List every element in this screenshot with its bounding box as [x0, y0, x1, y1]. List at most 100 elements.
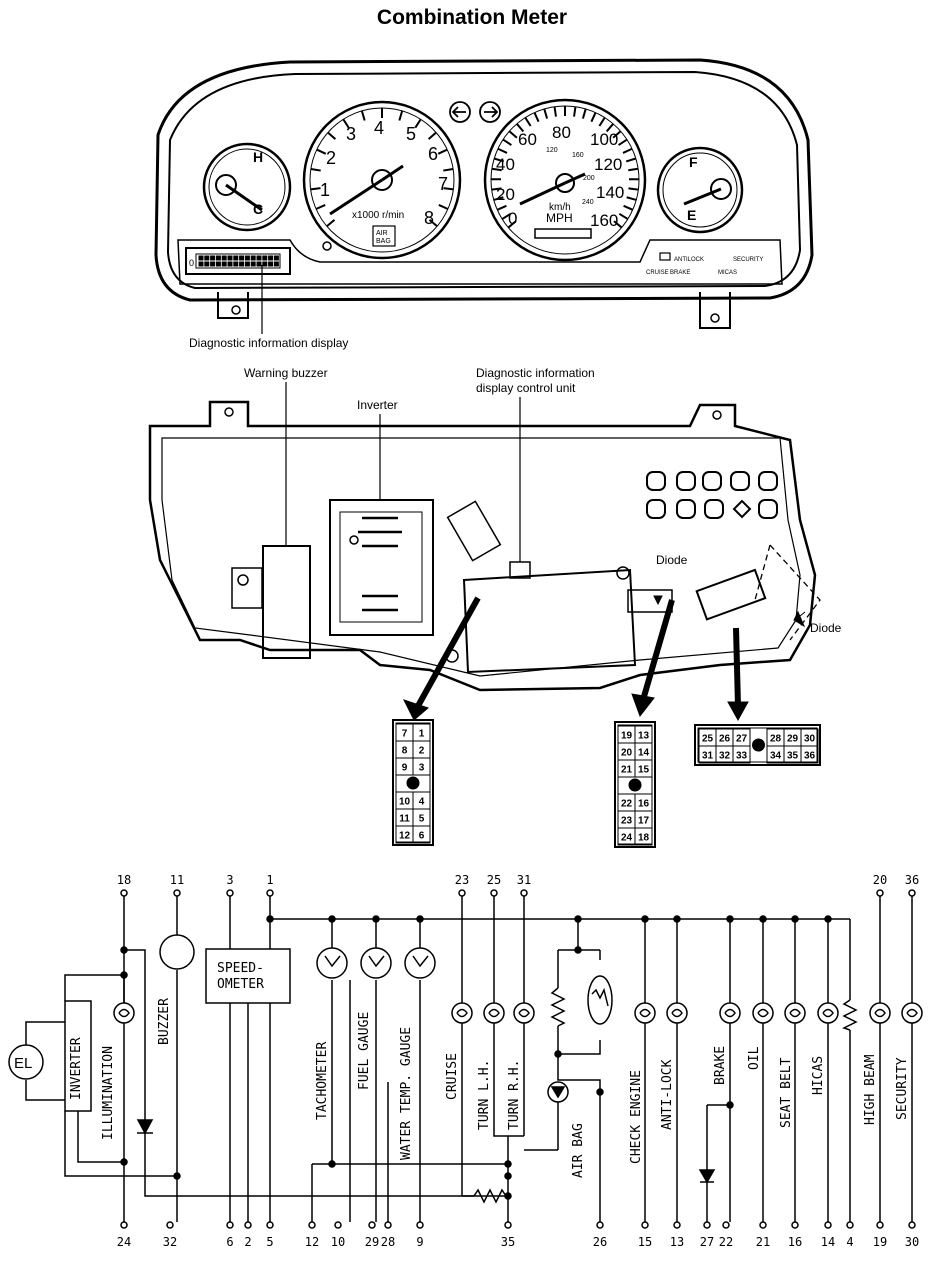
tach-unit-label: x1000 r/min — [352, 210, 404, 221]
airbag-indicator-line1: AIR — [376, 230, 388, 237]
bottom-pin-30: 30 — [905, 1235, 919, 1249]
bottom-pin-27: 27 — [700, 1235, 714, 1249]
tach-number-8: 8 — [424, 208, 434, 228]
tach-number-7: 7 — [438, 174, 448, 194]
connector-pin-3: 3 — [419, 763, 425, 774]
connector-pin-5: 5 — [419, 814, 425, 825]
tachometer-label: TACHOMETER — [315, 1042, 330, 1120]
terminal-5 — [266, 1221, 274, 1229]
connector-pin-27: 27 — [736, 734, 748, 745]
connector-pin-6: 6 — [419, 831, 425, 842]
speed-unit-mph: MPH — [546, 211, 573, 225]
bottom-pin-6: 6 — [226, 1235, 233, 1249]
top-pin-31: 31 — [517, 873, 531, 887]
top-pin-18: 18 — [117, 873, 131, 887]
fuel-gauge-label: FUEL GAUGE — [357, 1012, 372, 1090]
bottom-pin-28: 28 — [381, 1235, 395, 1249]
cluster-illustration: H C 1 2 3 4 5 6 7 8 x1000 r/min AIR BAG — [154, 58, 814, 329]
bottom-pin-15: 15 — [638, 1235, 652, 1249]
callout-control-unit-line2: display control unit — [476, 381, 576, 395]
temp-cold-label: C — [253, 201, 263, 217]
turn-lh-label: TURN L.H. — [477, 1060, 492, 1130]
connector-pin-15: 15 — [638, 765, 650, 776]
terminal-11 — [173, 889, 181, 897]
connector-pin-24: 24 — [621, 833, 633, 844]
seat-belt-label: SEAT BELT — [779, 1057, 794, 1128]
terminal-25 — [490, 889, 498, 897]
connector-pin-4: 4 — [419, 797, 425, 808]
svg-text:0: 0 — [189, 258, 194, 268]
illumination-label: ILLUMINATION — [101, 1046, 116, 1140]
terminal-35 — [504, 1221, 512, 1229]
terminal-3 — [226, 889, 234, 897]
terminal-31 — [520, 889, 528, 897]
callout-diode-2: Diode — [810, 621, 842, 635]
speed-mph-140: 140 — [596, 183, 624, 202]
speed-mph-40: 40 — [496, 155, 515, 174]
bottom-pin-32: 32 — [163, 1235, 177, 1249]
connector-key — [628, 778, 642, 792]
security-label: SECURITY — [895, 1057, 910, 1120]
terminal-32 — [166, 1221, 174, 1229]
bottom-pin-26: 26 — [593, 1235, 607, 1249]
connector-pin-33: 33 — [736, 751, 748, 762]
speed-mph-20: 20 — [496, 185, 515, 204]
connector-pin-12: 12 — [399, 831, 411, 842]
connector-pin-2: 2 — [419, 746, 425, 757]
terminal-23 — [458, 889, 466, 897]
tach-number-1: 1 — [320, 180, 330, 200]
connector-pin-26: 26 — [719, 734, 731, 745]
speed-unit-kmh: km/h — [549, 202, 571, 213]
top-pin-3: 3 — [226, 873, 233, 887]
inverter-label: INVERTER — [69, 1037, 84, 1100]
terminal-30 — [908, 1221, 916, 1229]
indicator-security: SECURITY — [733, 257, 763, 263]
terminal-1 — [266, 889, 274, 897]
el-label: EL — [14, 1055, 32, 1072]
callout-diag-display: Diagnostic information display — [189, 336, 348, 350]
connector-pin-21: 21 — [621, 765, 633, 776]
speed-mph-160: 160 — [590, 211, 618, 230]
terminal-19 — [876, 1221, 884, 1229]
top-pin-36: 36 — [905, 873, 919, 887]
connector-pin-10: 10 — [399, 797, 411, 808]
connector-pin-13: 13 — [638, 731, 650, 742]
bottom-pin-13: 13 — [670, 1235, 684, 1249]
terminal-28 — [384, 1221, 392, 1229]
anti-lock-label: ANTI-LOCK — [660, 1059, 675, 1130]
connector-pin-32: 32 — [719, 751, 731, 762]
wiring-schematic — [8, 889, 923, 1229]
terminal-18 — [120, 889, 128, 897]
indicator-antilock: ANTILOCK — [674, 257, 704, 263]
bottom-pin-21: 21 — [756, 1235, 770, 1249]
terminal-14 — [824, 1221, 832, 1229]
speed-mph-100: 100 — [590, 130, 618, 149]
terminal-2 — [244, 1221, 252, 1229]
fuel-empty-label: E — [687, 207, 696, 223]
terminal-26 — [596, 1221, 604, 1229]
connector-pin-30: 30 — [804, 734, 816, 745]
connector-pin-20: 20 — [621, 748, 633, 759]
connector-pin-22: 22 — [621, 799, 633, 810]
top-pin-25: 25 — [487, 873, 501, 887]
tach-number-4: 4 — [374, 118, 384, 138]
top-pin-1: 1 — [266, 873, 273, 887]
connector-pin-1: 1 — [419, 729, 425, 740]
bottom-pin-5: 5 — [266, 1235, 273, 1249]
terminal-36 — [908, 889, 916, 897]
top-pin-23: 23 — [455, 873, 469, 887]
callout-warning-buzzer: Warning buzzer — [244, 366, 328, 380]
terminal-24 — [120, 1221, 128, 1229]
connector-pin-28: 28 — [770, 734, 782, 745]
fuel-full-label: F — [689, 154, 698, 170]
tach-number-5: 5 — [406, 124, 416, 144]
connector-pin-18: 18 — [638, 833, 650, 844]
hicas-label: HICAS — [811, 1056, 826, 1095]
connector-pin-36: 36 — [804, 751, 816, 762]
terminal-29 — [368, 1221, 376, 1229]
connector-key — [752, 738, 765, 752]
bottom-pin-24: 24 — [117, 1235, 131, 1249]
